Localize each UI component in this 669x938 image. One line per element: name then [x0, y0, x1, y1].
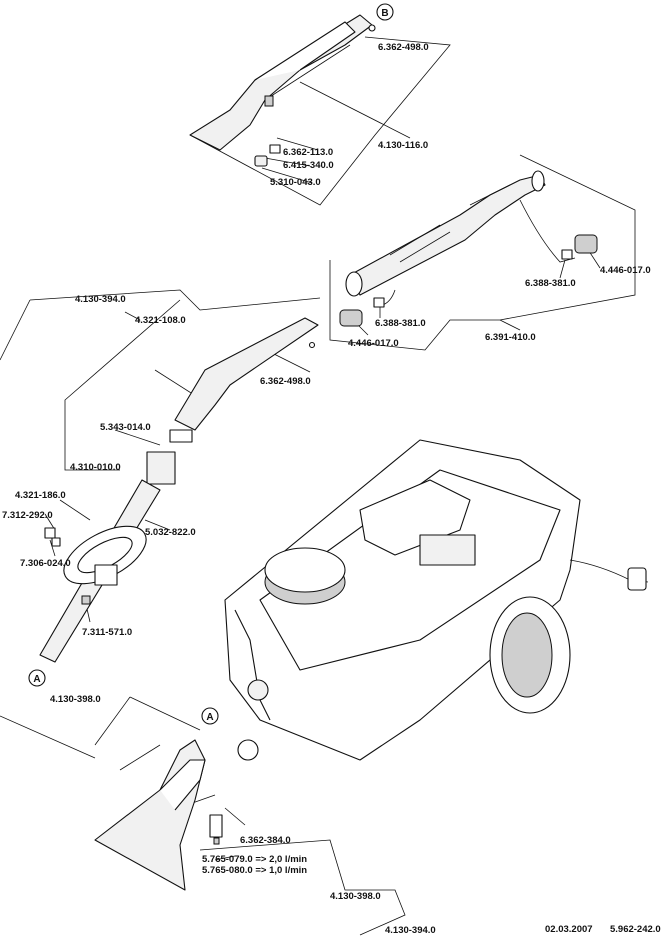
footer: 02.03.2007 5.962-242.0 [545, 924, 661, 935]
label-floor-tool-nozzle-1l: 5.765-080.0 => 1,0 l/min [202, 865, 307, 876]
label-wand-handle: 4.321-108.0 [135, 315, 186, 326]
label-floor-tool-nozzle-2l: 5.765-079.0 => 2,0 l/min [202, 854, 307, 865]
wand-assembly [39, 317, 319, 663]
ref-marker-a-wand: A [28, 669, 46, 687]
main-unit [224, 439, 649, 761]
label-hand-tool-top-assembly: 4.130-116.0 [378, 140, 428, 151]
label-wand-grip: 4.321-186.0 [15, 490, 66, 501]
label-hand-tool-top-nut: 6.362-498.0 [378, 42, 429, 53]
label-wand-sleeve: 5.343-014.0 [100, 422, 151, 433]
ref-marker-a-floor: A [201, 707, 219, 725]
label-hand-tool-top-nozzle: 5.310-043.0 [270, 177, 321, 188]
label-floor-tool-oring: 6.362-384.0 [240, 835, 291, 846]
svg-text:A: A [33, 674, 40, 685]
label-hose-coupling-left: 4.446-017.0 [348, 338, 399, 349]
footer-date: 02.03.2007 [545, 924, 593, 935]
label-hose-set: 6.391-410.0 [485, 332, 536, 343]
label-hand-tool-top-seal: 6.415-340.0 [283, 160, 334, 171]
label-wand-washer: 7.306-024.0 [20, 558, 71, 569]
upholstery-hand-tool [189, 14, 376, 167]
label-wand-set: 4.130-394.0 [75, 294, 126, 305]
label-hose-coupling-right: 4.446-017.0 [600, 265, 651, 276]
label-wand-bend: 4.310-010.0 [70, 462, 121, 473]
label-floor-tool-assembly-2: 4.130-398.0 [330, 891, 381, 902]
suction-hose [339, 170, 598, 327]
label-wand-handle-nut: 6.362-498.0 [260, 376, 311, 387]
label-wand-tube: 5.032-822.0 [145, 527, 196, 538]
label-wand-screw: 7.312-292.0 [2, 510, 53, 521]
ref-marker-b: B [376, 3, 394, 21]
part-labels: 6.362-498.0 4.130-116.0 6.362-113.0 6.41… [2, 42, 651, 936]
label-wand-clip: 7.311-571.0 [82, 627, 132, 638]
footer-drawing-number: 5.962-242.0 [610, 924, 661, 935]
svg-text:A: A [206, 712, 213, 723]
leader-lines [0, 36, 636, 936]
label-hose-ring-left: 6.388-381.0 [375, 318, 426, 329]
label-floor-tool-assembly: 4.130-398.0 [50, 694, 101, 705]
label-hand-tool-top-oring: 6.362-113.0 [283, 147, 333, 158]
svg-text:B: B [381, 8, 388, 19]
label-floor-tool-set: 4.130-394.0 [385, 925, 436, 936]
floor-tool [94, 739, 223, 891]
label-hose-ring-right: 6.388-381.0 [525, 278, 576, 289]
